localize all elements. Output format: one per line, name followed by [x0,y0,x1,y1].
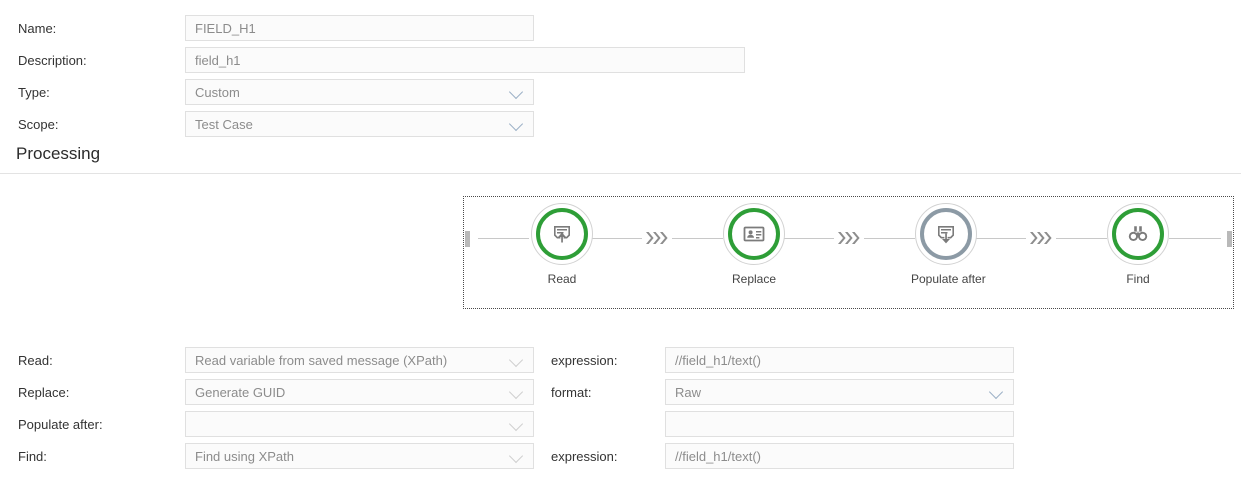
flow-node-label: Populate after [911,272,986,286]
flow-node-populate-after[interactable]: Populate after [911,203,986,286]
flow-node-ring [536,208,588,260]
read-select-value: Read variable from saved message (XPath) [195,352,448,368]
flow-connector [672,238,723,239]
processing-section-title: Processing [16,144,101,163]
field-row-scope: Scope: [18,111,58,137]
flow-node-circle[interactable] [531,203,593,265]
find-label: Find: [18,448,47,464]
chevron-down-icon[interactable] [990,385,1004,399]
flow-track: Read [464,197,1233,308]
triple-chevron-right-icon [1028,229,1054,247]
type-label: Type: [18,84,50,100]
find-expression-value: //field_h1/text() [675,448,761,464]
chevron-down-icon[interactable] [510,117,524,131]
processing-flow-panel: Read [463,196,1234,309]
find-select-value: Find using XPath [195,448,295,464]
name-input[interactable]: FIELD_H1 [185,15,534,41]
read-expression-row: expression: [551,347,617,373]
field-row-type: Type: [18,79,50,105]
name-input-value: FIELD_H1 [195,20,256,36]
replace-format-value: Raw [675,384,702,400]
drag-handle-icon[interactable] [465,231,470,247]
scope-select[interactable]: Test Case [185,111,534,137]
processing-row-read: Read: [18,347,53,373]
replace-select[interactable]: Generate GUID [185,379,534,405]
name-label: Name: [18,20,57,36]
scope-select-value: Test Case [195,116,253,132]
replace-format-label: format: [551,384,592,400]
description-label: Description: [18,52,87,68]
populate-after-select[interactable] [185,411,534,437]
flow-connector [478,238,529,239]
field-row-description: Description: [18,47,87,73]
flow-node-replace[interactable]: Replace [719,203,789,286]
chevron-down-icon[interactable] [510,449,524,463]
triple-chevron-right-icon [836,229,862,247]
flow-connector [591,238,642,239]
flow-node-circle[interactable] [1107,203,1169,265]
read-expression-value: //field_h1/text() [675,352,761,368]
processing-row-find: Find: [18,443,47,469]
id-card-icon [741,221,767,247]
type-select-value: Custom [195,84,240,100]
replace-format-row: format: [551,379,591,405]
populate-after-input[interactable] [665,411,1014,437]
read-select[interactable]: Read variable from saved message (XPath) [185,347,534,373]
read-label: Read: [18,352,53,368]
flow-connector [975,238,1026,239]
chevron-down-icon[interactable] [510,353,524,367]
flow-connector [783,238,834,239]
chevron-down-icon[interactable] [510,385,524,399]
flow-node-circle[interactable] [723,203,785,265]
read-expression-label: expression: [551,352,618,368]
tray-up-icon [549,221,575,247]
chevron-down-icon[interactable] [510,417,524,431]
populate-after-label: Populate after: [18,416,103,432]
flow-connector [1056,238,1107,239]
flow-connector [864,238,915,239]
tray-down-icon [933,221,959,247]
processing-row-replace: Replace: [18,379,69,405]
find-expression-label: expression: [551,448,618,464]
field-row-name: Name: [18,15,56,41]
replace-select-value: Generate GUID [195,384,286,400]
flow-node-label: Find [1126,272,1150,286]
processing-row-populate-after: Populate after: [18,411,103,437]
description-input[interactable]: field_h1 [185,47,745,73]
flow-node-read[interactable]: Read [527,203,597,286]
flow-connector [1169,238,1221,239]
read-expression-input[interactable]: //field_h1/text() [665,347,1014,373]
flow-node-label: Read [547,272,577,286]
flow-node-circle[interactable] [915,203,977,265]
chevron-down-icon[interactable] [510,85,524,99]
description-input-value: field_h1 [195,52,241,68]
replace-label: Replace: [18,384,70,400]
replace-format-select[interactable]: Raw [665,379,1014,405]
find-select[interactable]: Find using XPath [185,443,534,469]
scope-label: Scope: [18,116,59,132]
flow-node-ring [920,208,972,260]
binoculars-icon [1125,221,1151,247]
flow-node-ring [728,208,780,260]
triple-chevron-right-icon [644,229,670,247]
flow-node-label: Replace [731,272,777,286]
find-expression-row: expression: [551,443,617,469]
section-divider [0,173,1241,174]
flow-node-ring [1112,208,1164,260]
flow-node-find[interactable]: Find [1103,203,1173,286]
drag-handle-icon[interactable] [1227,231,1232,247]
find-expression-input[interactable]: //field_h1/text() [665,443,1014,469]
type-select[interactable]: Custom [185,79,534,105]
